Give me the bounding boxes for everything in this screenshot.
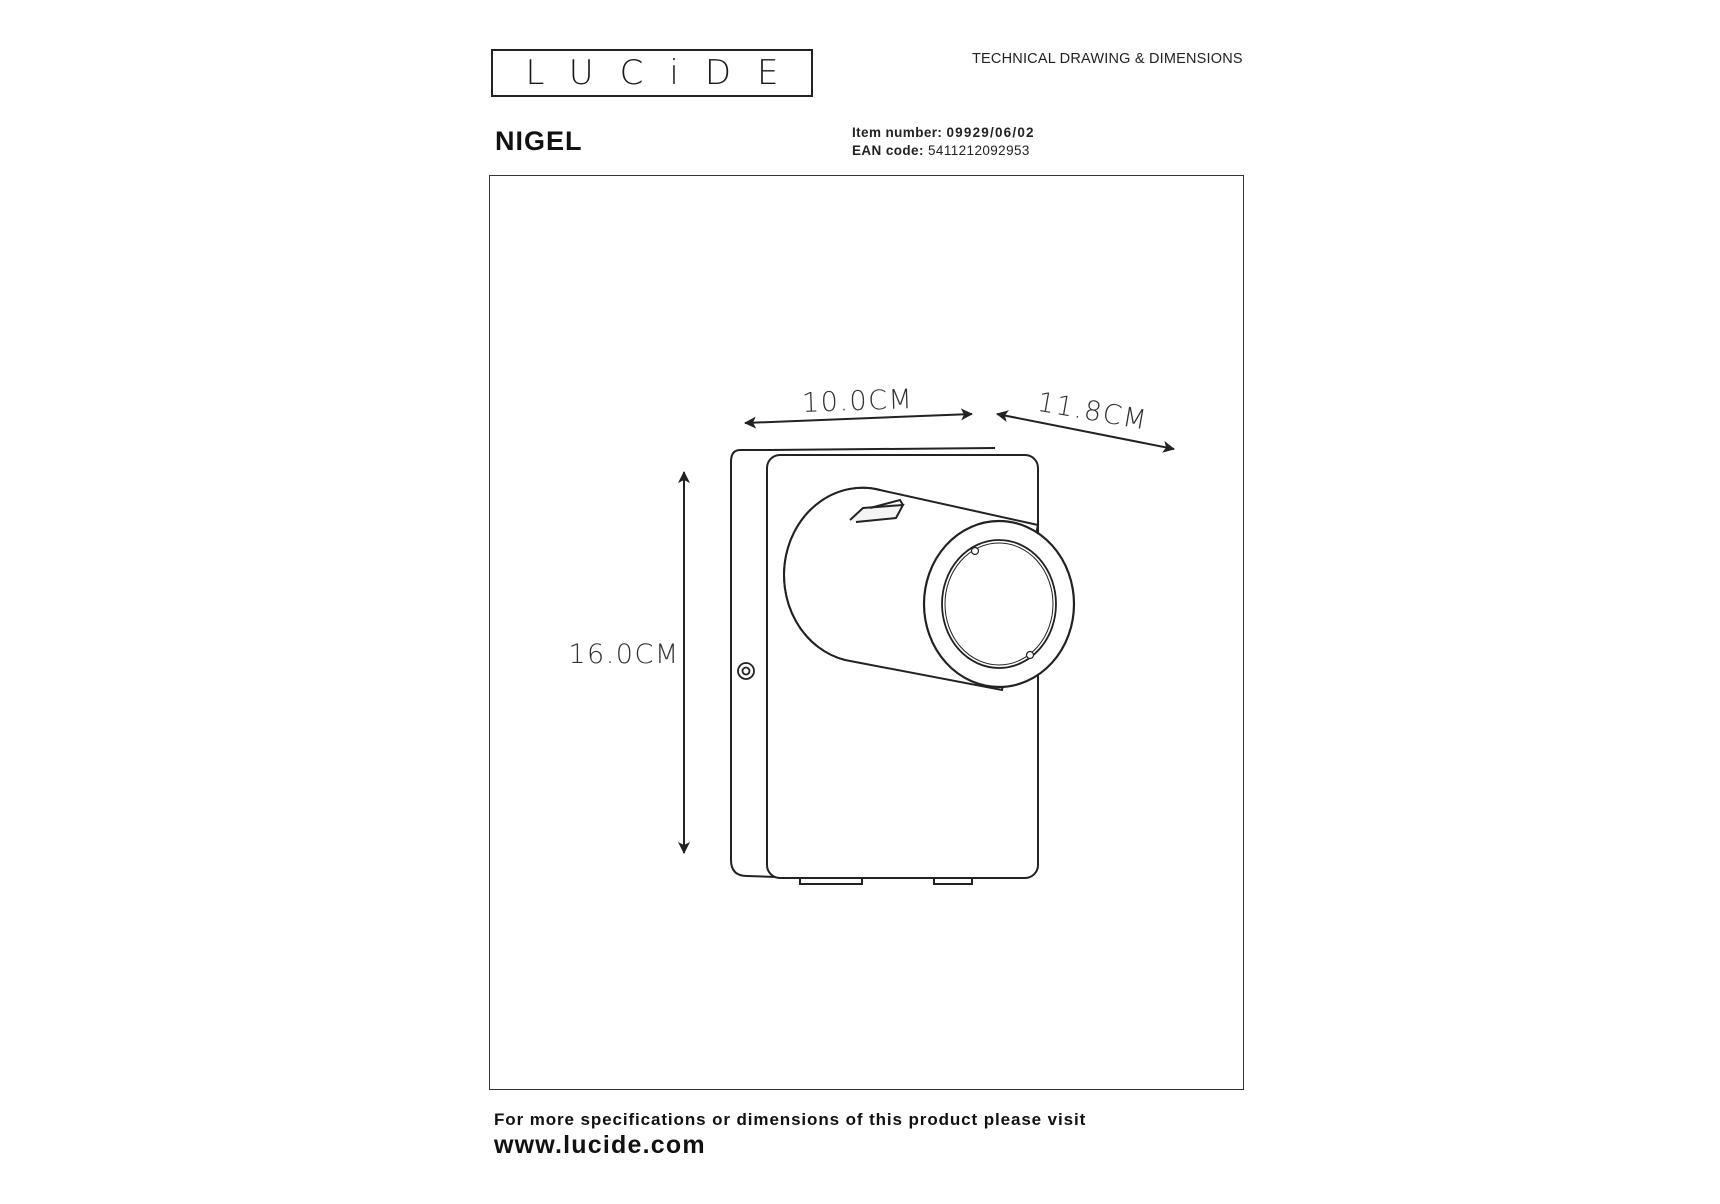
width-dimension-line (744, 408, 973, 429)
depth-label: 11.8CM (1035, 387, 1150, 437)
dimension-lines (678, 408, 1175, 854)
height-label: 16.0CM (568, 639, 679, 670)
side-switch (737, 662, 755, 680)
width-label: 10.0CM (802, 384, 914, 419)
brand-logo: LUCiDE (491, 49, 813, 97)
footer-note: For more specifications or dimensions of… (494, 1110, 1087, 1129)
drawing-frame (489, 175, 1244, 1090)
footer-website-link[interactable]: www.lucide.com (494, 1131, 706, 1159)
spot-lens (922, 519, 1076, 689)
ean-value: 5411212092953 (928, 143, 1030, 158)
brand-logo-text: LUCiDE (525, 53, 805, 93)
product-name: NIGEL (495, 126, 583, 156)
product-meta: Item number: 09929/06/02 EAN code: 54112… (852, 124, 1035, 160)
item-number-label: Item number: (852, 125, 943, 140)
item-number-row: Item number: 09929/06/02 (852, 124, 1035, 142)
depth-dimension-line (996, 410, 1175, 453)
document-type: TECHNICAL DRAWING & DIMENSIONS (972, 51, 1243, 67)
item-number-value: 09929/06/02 (946, 125, 1035, 140)
ean-row: EAN code: 5411212092953 (852, 142, 1035, 160)
ean-label: EAN code: (852, 143, 924, 158)
